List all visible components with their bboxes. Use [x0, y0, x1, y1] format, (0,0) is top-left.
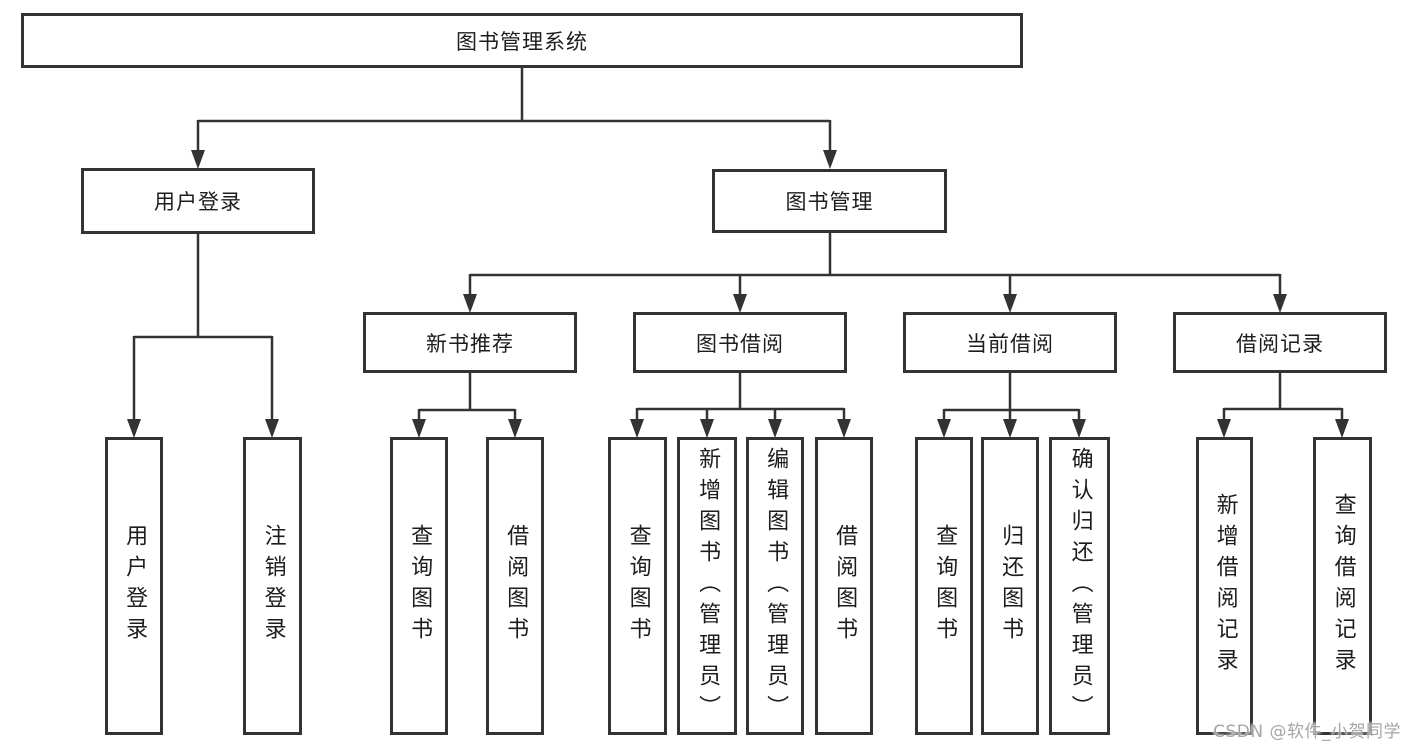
node-current-borrowing-label: 当前借阅 [966, 331, 1054, 356]
leaf-add-book-admin-label: 新增图书（管理员） [695, 446, 721, 726]
node-library-system: 图书管理系统 [21, 13, 1023, 68]
node-user-login-label: 用户登录 [154, 190, 242, 214]
node-book-borrowing: 图书借阅 [633, 312, 847, 373]
node-book-management: 图书管理 [712, 169, 947, 233]
node-book-management-label: 图书管理 [785, 190, 874, 214]
leaf-query-books-2: 查询图书 [608, 437, 667, 735]
leaf-add-book-admin: 新增图书（管理员） [677, 437, 737, 735]
leaf-edit-book-admin-label: 编辑图书（管理员） [763, 446, 789, 726]
node-current-borrowing: 当前借阅 [903, 312, 1117, 373]
leaf-return-books-label: 归还图书 [998, 524, 1024, 648]
node-library-system-label: 图书管理系统 [456, 29, 588, 54]
leaf-query-books-3-label: 查询图书 [932, 524, 958, 648]
leaf-query-borrow-record-label: 查询借阅记录 [1330, 493, 1356, 679]
node-borrowing-records-label: 借阅记录 [1236, 331, 1324, 356]
leaf-user-login: 用户登录 [105, 437, 163, 735]
leaf-query-books-2-label: 查询图书 [625, 524, 651, 648]
leaf-logout-label: 注销登录 [260, 524, 286, 648]
leaf-confirm-return-admin-label: 确认归还（管理员） [1067, 446, 1093, 726]
leaf-query-books-1-label: 查询图书 [407, 524, 433, 648]
node-new-book-recommend: 新书推荐 [363, 312, 577, 373]
leaf-edit-book-admin: 编辑图书（管理员） [746, 437, 804, 735]
leaf-user-login-label: 用户登录 [122, 524, 148, 648]
node-book-borrowing-label: 图书借阅 [696, 331, 784, 356]
leaf-borrow-books-2: 借阅图书 [815, 437, 873, 735]
leaf-query-books-3: 查询图书 [915, 437, 973, 735]
leaf-return-books: 归还图书 [981, 437, 1039, 735]
leaf-borrow-books-1-label: 借阅图书 [503, 524, 529, 648]
leaf-logout: 注销登录 [243, 437, 302, 735]
csdn-watermark: CSDN @软件_小贺同学 [1213, 722, 1401, 742]
leaf-query-books-1: 查询图书 [390, 437, 448, 735]
node-user-login: 用户登录 [81, 168, 315, 234]
leaf-borrow-books-2-label: 借阅图书 [832, 524, 858, 648]
leaf-borrow-books-1: 借阅图书 [486, 437, 544, 735]
node-new-book-recommend-label: 新书推荐 [426, 331, 514, 356]
leaf-query-borrow-record: 查询借阅记录 [1313, 437, 1372, 735]
arrowheads [127, 150, 1349, 438]
node-borrowing-records: 借阅记录 [1173, 312, 1387, 373]
leaf-confirm-return-admin: 确认归还（管理员） [1049, 437, 1110, 735]
leaf-add-borrow-record-label: 新增借阅记录 [1212, 493, 1238, 679]
leaf-add-borrow-record: 新增借阅记录 [1196, 437, 1253, 735]
